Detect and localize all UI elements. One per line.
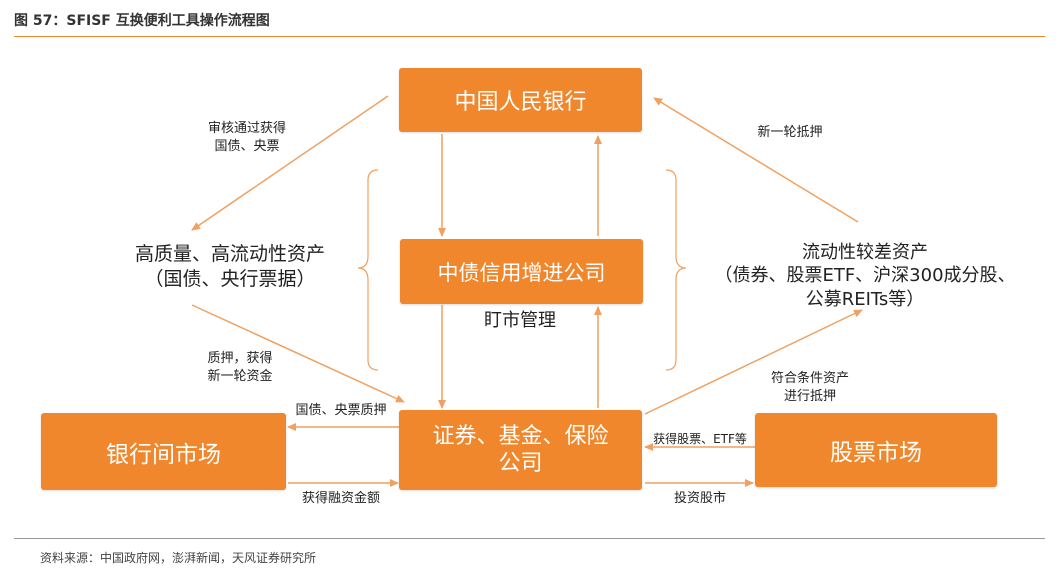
left-brace [357, 169, 379, 371]
pledge-funds-line2: 新一轮资金 [207, 368, 273, 384]
arrow-institutions-to-lowliquidity [644, 309, 863, 415]
review-line1: 审核通过获得 [207, 121, 286, 136]
arrow-pboc-to-highquality [191, 95, 389, 231]
edge-label-new-pledge: 新一轮抵押 [757, 125, 823, 140]
figure-title: 图 57：SFISF 互换便利工具操作流程图 [14, 13, 270, 29]
low-liquidity-line2: （债券、股票ETF、沪深300成分股、 [714, 265, 1016, 287]
interbank-box: 银行间市场 [41, 413, 286, 490]
monitor-label: 盯市管理 [484, 310, 556, 331]
high-quality-line1: 高质量、高流动性资产 [134, 243, 325, 265]
stock-label: 股票市场 [830, 440, 922, 466]
source-note: 资料来源：中国政府网，澎湃新闻，天风证券研究所 [40, 551, 317, 565]
high-quality-assets: 高质量、高流动性资产 （国债、央行票据） [100, 242, 360, 291]
institutions-box: 证券、基金、保险 公司 [399, 410, 642, 490]
edge-label-financing: 获得融资金额 [301, 491, 380, 506]
edge-label-invest: 投资股市 [673, 491, 726, 506]
edge-label-bond-pledge: 国债、央票质押 [295, 403, 387, 418]
institutions-label-line2: 公司 [498, 451, 543, 476]
arrow-highquality-to-institutions [191, 304, 405, 403]
pledge-funds-line1: 质押，获得 [207, 351, 273, 366]
csci-box: 中债信用增进公司 [400, 239, 643, 304]
eligible-line1: 符合条件资产 [770, 371, 849, 386]
interbank-label: 银行间市场 [106, 441, 221, 468]
eligible-line2: 进行抵押 [783, 388, 836, 404]
edge-label-review: 审核通过获得 国债、央票 [192, 120, 302, 155]
csci-label: 中债信用增进公司 [437, 260, 606, 285]
low-liquidity-line3: 公募REITs等） [805, 288, 925, 310]
arrow-lowliquidity-to-pboc [653, 97, 859, 223]
stock-box: 股票市场 [755, 413, 997, 487]
footer-rule [14, 538, 1045, 539]
pboc-box: 中国人民银行 [399, 68, 642, 132]
review-line2: 国债、央票 [214, 138, 280, 154]
edge-label-eligible: 符合条件资产 进行抵押 [750, 370, 870, 405]
title-rule [14, 36, 1045, 37]
pboc-label: 中国人民银行 [454, 90, 587, 115]
low-liquidity-assets: 流动性较差资产 （债券、股票ETF、沪深300成分股、 公募REITs等） [700, 241, 1030, 311]
edge-label-pledge-funds: 质押，获得 新一轮资金 [185, 350, 295, 385]
edge-label-get-stock: 获得股票、ETF等 [653, 432, 747, 446]
right-brace [665, 169, 687, 371]
low-liquidity-line1: 流动性较差资产 [802, 242, 928, 263]
high-quality-line2: （国债、央行票据） [144, 267, 316, 290]
institutions-label-line1: 证券、基金、保险 [432, 423, 609, 449]
